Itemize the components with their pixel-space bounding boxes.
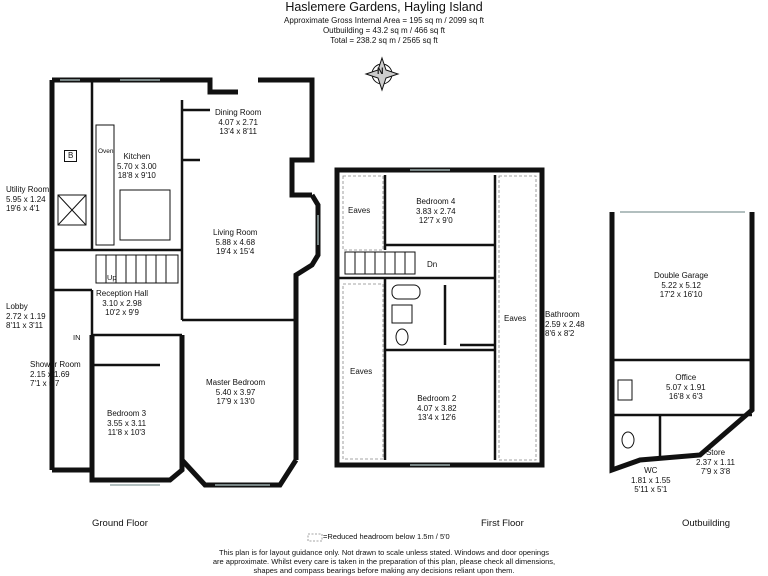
boiler-label: B xyxy=(64,150,78,162)
oven-label: Oven xyxy=(98,148,114,155)
first-floor-interior-walls xyxy=(337,175,497,460)
outbuilding-area-text: Outbuilding = 43.2 sq m / 466 sq ft xyxy=(322,26,446,35)
compass-label: N xyxy=(377,66,384,76)
eaves-right-label: Eaves xyxy=(504,314,527,323)
first-floor-stairs xyxy=(344,251,416,275)
disclaimer-line-3: shapes and compass bearings before makin… xyxy=(253,566,515,575)
kitchen-units xyxy=(57,124,171,246)
legend-text: =Reduced headroom below 1.5m / 5'0 xyxy=(323,532,450,541)
eaves-top-label: Eaves xyxy=(348,206,371,215)
first-floor-caption: First Floor xyxy=(481,518,524,529)
stairs-up-label: Up xyxy=(107,273,117,282)
outbuilding-interior-walls xyxy=(612,358,752,458)
stairs-down-label: Dn xyxy=(427,260,438,269)
compass-icon xyxy=(364,56,400,92)
outbuilding-fittings xyxy=(617,379,635,449)
ground-floor-stairs xyxy=(95,254,179,284)
legend-swatch xyxy=(307,533,323,542)
entrance-label: IN xyxy=(73,333,81,342)
ground-floor-interior-walls xyxy=(52,80,296,460)
total-area-text: Total = 238.2 sq m / 2565 sq ft xyxy=(330,36,438,45)
bathroom-fittings xyxy=(391,284,421,346)
eaves-dashed-areas xyxy=(342,175,537,461)
ground-floor-caption: Ground Floor xyxy=(92,518,148,529)
gross-area-text: Approximate Gross Internal Area = 195 sq… xyxy=(284,16,484,25)
disclaimer-line-1: This plan is for layout guidance only. N… xyxy=(218,548,550,557)
plan-title: Haslemere Gardens, Hayling Island xyxy=(285,0,483,14)
outbuilding-caption: Outbuilding xyxy=(682,518,731,529)
outbuilding-walls xyxy=(609,212,755,474)
disclaimer-line-2: are approximate. Whilst every care is ta… xyxy=(212,557,556,566)
eaves-left-label: Eaves xyxy=(350,367,373,376)
